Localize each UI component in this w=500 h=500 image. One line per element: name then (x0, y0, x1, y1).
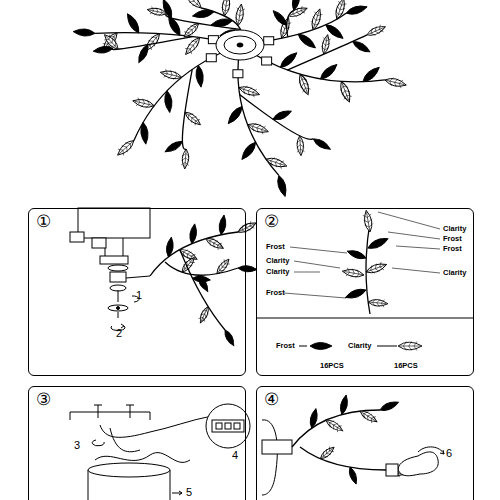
label-text: Clarity (443, 225, 466, 233)
label-text: Frost (443, 235, 462, 243)
label-text: Clarity (266, 257, 289, 265)
label-text: Clarity (443, 269, 466, 277)
step-panel: ③ (28, 386, 246, 500)
step-number: ④ (264, 391, 279, 408)
label-text: Clarity (348, 342, 371, 350)
callout-number: 6 (446, 448, 452, 459)
callout-number: 1 (136, 290, 142, 301)
step-panel: ④ (256, 386, 474, 500)
quantity-text: 16PCS (320, 362, 344, 370)
label-text: Frost (276, 342, 295, 350)
step-panel: ② (256, 208, 474, 376)
label-text: Clarity (266, 268, 289, 276)
callout-number: 5 (186, 487, 192, 498)
label-text: Frost (266, 243, 285, 251)
callout-number: 2 (116, 328, 122, 339)
step-number: ② (264, 213, 279, 230)
callout-number: 4 (232, 450, 238, 461)
label-text: Frost (443, 245, 462, 253)
step-number: ① (36, 213, 51, 230)
label-text: Frost (266, 289, 285, 297)
quantity-text: 16PCS (394, 362, 418, 370)
step-number: ③ (36, 391, 51, 408)
callout-number: 3 (74, 440, 80, 451)
